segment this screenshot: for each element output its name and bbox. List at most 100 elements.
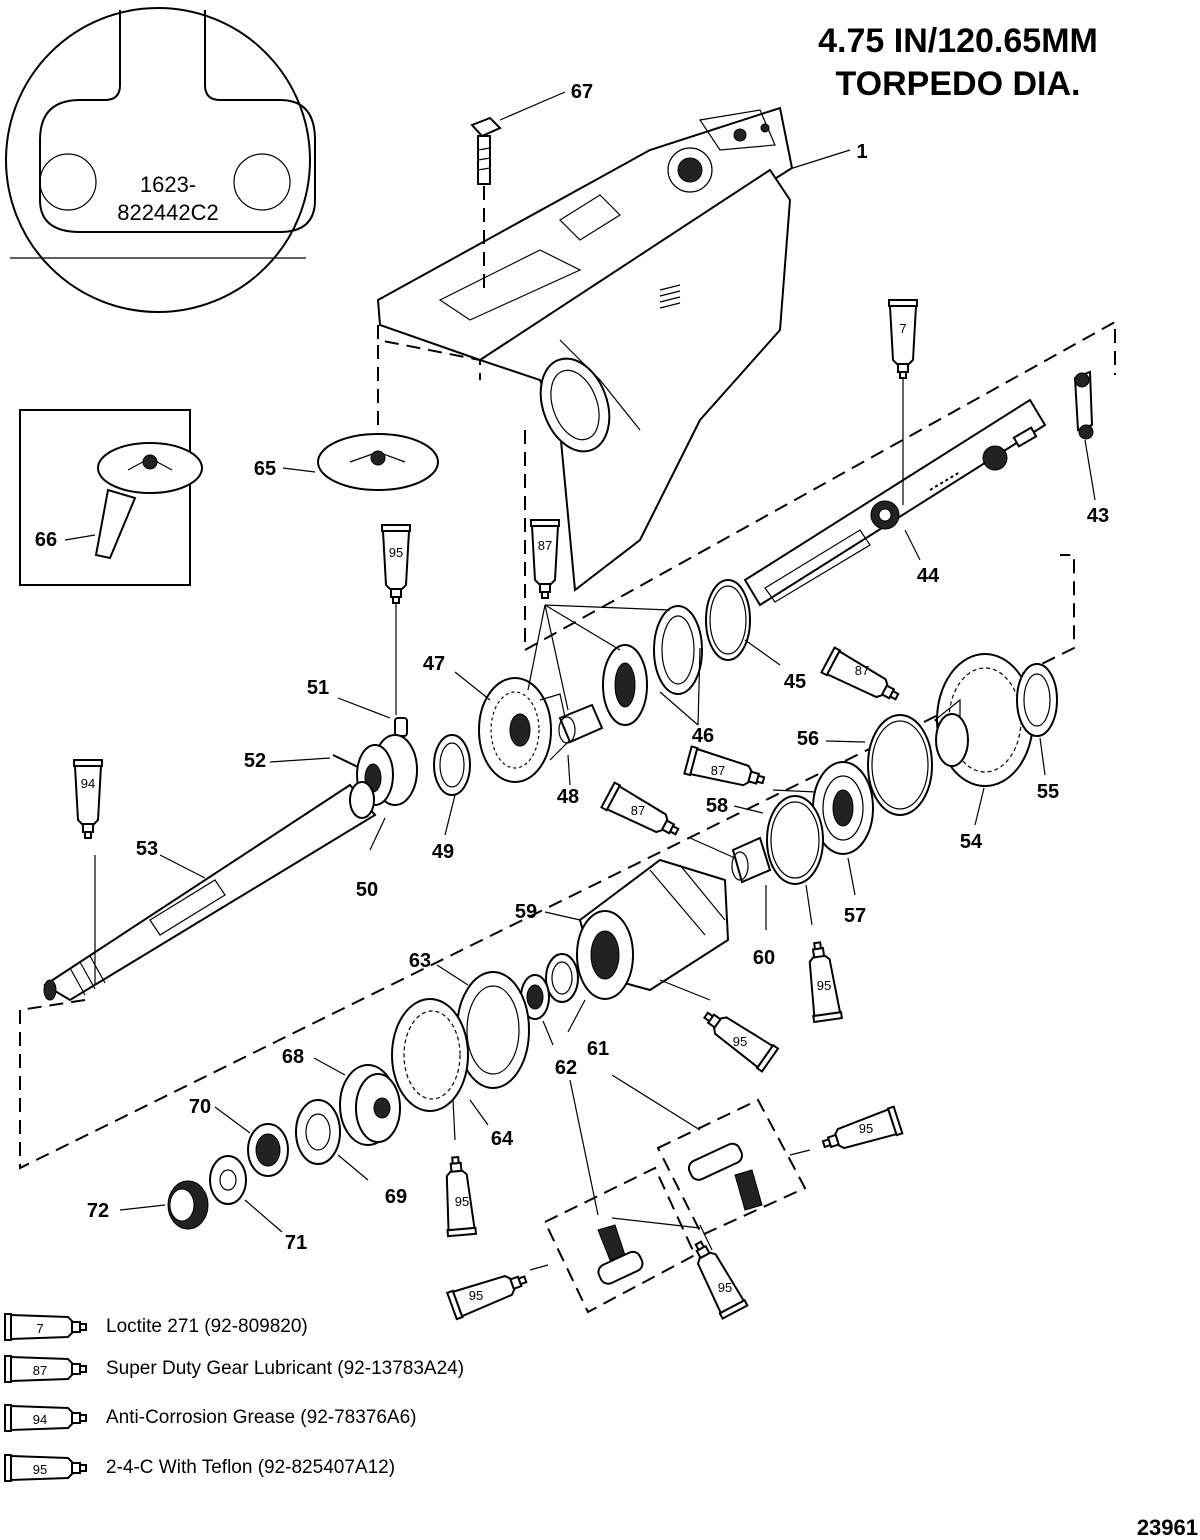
bearing-cup-46 (653, 605, 703, 695)
callout-59: 59 (515, 901, 537, 923)
callout-62: 62 (555, 1057, 577, 1079)
callout-47: 47 (423, 653, 445, 675)
tube-label: 7 (899, 321, 906, 336)
tube-label: 87 (855, 663, 869, 678)
tapered-bearing-46 (602, 644, 648, 726)
bearing-carrier-59 (576, 858, 730, 1000)
ring-58 (766, 795, 824, 885)
retainer-64 (391, 998, 469, 1112)
tube-icon: 95 (4, 1454, 87, 1482)
forward-gear-54 (934, 653, 1034, 787)
callout-58: 58 (706, 795, 728, 817)
diagram-title-line1: 4.75 IN/120.65MM (818, 22, 1098, 60)
anode-fin-66 (94, 442, 203, 560)
tab-washer-63 (456, 971, 530, 1089)
propeller-shaft-53 (43, 781, 377, 1002)
seal-detail-boxes (543, 1098, 807, 1314)
callout-55: 55 (1037, 781, 1059, 803)
callout-95: 95 (855, 1118, 877, 1140)
callout-87: 87 (534, 532, 556, 554)
legend-row-94: 94 Anti-Corrosion Grease (92-78376A6) (4, 1401, 417, 1435)
callout-labels: 67 1 7 43 44 65 66 95 87 45 46 47 48 51 … (35, 81, 1109, 1307)
tube-label: 95 (733, 1034, 747, 1049)
callout-87: 87 (627, 799, 649, 821)
tube-label: 87 (538, 538, 552, 553)
sleeve-51 (394, 717, 408, 737)
callout-64: 64 (491, 1128, 514, 1150)
callout-50: 50 (356, 879, 378, 901)
callout-71: 71 (285, 1232, 307, 1254)
tube-label: 95 (859, 1121, 873, 1136)
callout-61: 61 (587, 1038, 609, 1060)
legend-tube-number: 95 (33, 1462, 47, 1477)
callout-48: 48 (557, 786, 579, 808)
callout-65: 65 (254, 458, 276, 480)
callout-60: 60 (753, 947, 775, 969)
callout-95: 95 (729, 1031, 751, 1053)
callout-72: 72 (87, 1200, 109, 1222)
leader-lines (64, 91, 1096, 1271)
washer-69 (295, 1099, 341, 1165)
callout-70: 70 (189, 1096, 211, 1118)
callout-57: 57 (844, 905, 866, 927)
legend-row-87: 87 Super Duty Gear Lubricant (92-13783A2… (4, 1352, 464, 1386)
shift-shaft-44 (743, 398, 1047, 607)
tube-label: 95 (469, 1288, 483, 1303)
thrust-hub-68 (339, 1064, 401, 1146)
anode-65 (317, 433, 439, 491)
callout-46: 46 (692, 725, 714, 747)
needle-bearing-60 (731, 836, 772, 884)
legend-text: Anti-Corrosion Grease (92-78376A6) (106, 1407, 417, 1428)
inset-part-number-line1: 1623- (140, 172, 196, 197)
callout-95: 95 (813, 975, 835, 997)
washer-49 (433, 734, 471, 796)
inset-part-number-line2: 822442C2 (117, 200, 219, 225)
diagram-title-line2: TORPEDO DIA. (836, 65, 1081, 103)
ring-56 (867, 714, 933, 816)
legend-tube-number: 87 (33, 1363, 47, 1378)
callout-44: 44 (917, 565, 940, 587)
legend-row-95: 95 2-4-C With Teflon (92-825407A12) (4, 1451, 395, 1485)
callout-63: 63 (409, 950, 431, 972)
callout-95: 95 (465, 1285, 487, 1307)
tube-label: 87 (631, 803, 645, 818)
seal-61 (545, 953, 579, 1003)
callout-7: 7 (897, 318, 908, 340)
tube-label: 95 (389, 545, 403, 560)
callout-87: 87 (851, 659, 873, 681)
ball-bearing-57 (812, 761, 874, 855)
callout-52: 52 (244, 750, 266, 772)
callout-95: 95 (385, 539, 407, 561)
callout-51: 51 (307, 677, 329, 699)
callout-66: 66 (35, 529, 57, 551)
legend-tube-number: 94 (33, 1412, 47, 1427)
callout-95: 95 (714, 1277, 736, 1299)
inset-box-anode (19, 409, 191, 586)
callout-95: 95 (451, 1191, 473, 1213)
callout-69: 69 (385, 1186, 407, 1208)
callout-45: 45 (784, 671, 806, 693)
callout-68: 68 (282, 1046, 304, 1068)
dashed-assembly-lines (19, 320, 1116, 1170)
tube-95-a (381, 524, 411, 604)
tube-label: 95 (817, 978, 831, 993)
inset-circle: 1623- 822442C2 (5, 7, 316, 313)
legend-text: 2-4-C With Teflon (92-825407A12) (106, 1457, 396, 1478)
tube-label: 95 (455, 1194, 469, 1209)
tube-label: 95 (718, 1280, 732, 1295)
pinion-gear-47 (478, 677, 571, 783)
prop-nut-72 (167, 1180, 209, 1230)
needle-bearing-48 (558, 703, 604, 744)
tube-94 (73, 759, 103, 839)
tube-icon: 94 (4, 1404, 87, 1432)
callout-53: 53 (136, 838, 158, 860)
spacer-70 (247, 1123, 289, 1177)
ring-45 (705, 579, 751, 661)
callout-54: 54 (960, 831, 983, 853)
seal-55 (1016, 663, 1058, 737)
legend-text: Super Duty Gear Lubricant (92-13783A24) (106, 1358, 465, 1379)
callout-56: 56 (797, 728, 819, 750)
bolt-67 (470, 116, 502, 290)
legend-text: Loctite 271 (92-809820) (106, 1316, 308, 1337)
